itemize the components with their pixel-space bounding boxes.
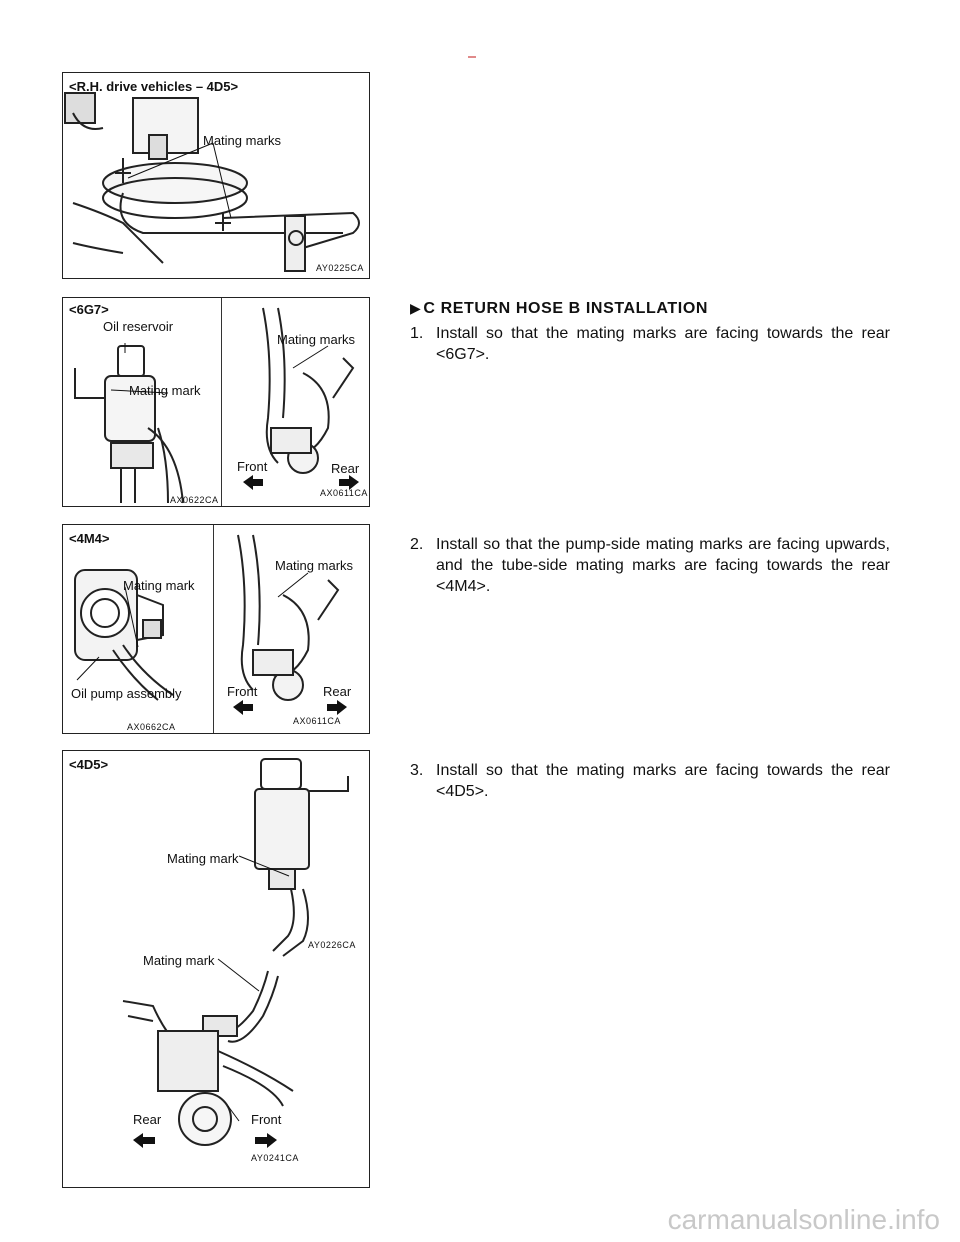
rh-drive-illustration	[64, 92, 360, 272]
4m4-illustration	[74, 534, 347, 715]
figure-code-left: AX0662CA	[127, 722, 176, 732]
mating-marks-label: Mating marks	[275, 558, 354, 573]
mating-mark-label: Mating mark	[129, 383, 201, 398]
step-text: Install so that the mating marks are fac…	[436, 762, 890, 800]
figure-code-upper: AY0226CA	[308, 940, 356, 950]
mating-mark-lower-label: Mating mark	[143, 953, 215, 968]
step-text: Install so that the mating marks are fac…	[436, 325, 890, 363]
figure-divider	[221, 298, 222, 506]
figure-title: <4D5>	[69, 757, 109, 772]
step-number: 1.	[410, 325, 424, 342]
mating-marks-label: Mating marks	[277, 332, 356, 347]
figure-code-right: AX0611CA	[320, 488, 368, 498]
rear-label: Rear	[323, 684, 352, 699]
figure-divider	[213, 525, 214, 733]
mating-mark-upper-label: Mating mark	[167, 851, 239, 866]
step-number: 2.	[410, 536, 424, 553]
heading-text: C RETURN HOSE B INSTALLATION	[423, 300, 709, 317]
mating-mark-label: Mating mark	[123, 578, 195, 593]
figure-title: <4M4>	[69, 531, 110, 546]
step-2: 2. Install so that the pump-side mating …	[410, 534, 890, 597]
figure-title: <6G7>	[69, 302, 109, 317]
front-label: Front	[237, 459, 268, 474]
watermark: carmanualsonline.info	[667, 1204, 940, 1235]
6g7-illustration	[74, 307, 359, 504]
figure-code: AY0225CA	[316, 263, 364, 273]
step-1: 1. Install so that the mating marks are …	[410, 323, 890, 365]
front-label: Front	[251, 1112, 282, 1127]
4d5-illustration	[122, 758, 349, 1148]
step-text: Install so that the pump-side mating mar…	[436, 536, 890, 595]
figure-code-left: AX0622CA	[170, 495, 219, 505]
figure-4d5: <4D5> Mating mark AY0226CA Mating mark R…	[62, 750, 370, 1188]
rear-label: Rear	[133, 1112, 162, 1127]
front-label: Front	[227, 684, 258, 699]
step-number: 3.	[410, 762, 424, 779]
figure-6g7: <6G7> Oil reservoir Mating mark Mating m…	[62, 297, 370, 507]
rear-label: Rear	[331, 461, 360, 476]
play-right-icon: ▶	[410, 300, 422, 316]
mating-marks-label: Mating marks	[203, 133, 282, 148]
oil-reservoir-label: Oil reservoir	[103, 319, 174, 334]
step-3: 3. Install so that the mating marks are …	[410, 760, 890, 802]
figure-4m4: <4M4> Mating mark Oil pump assembly Mati…	[62, 524, 370, 734]
instruction-heading: ▶ C RETURN HOSE B INSTALLATION	[410, 298, 890, 319]
figure-code-right: AX0611CA	[293, 716, 341, 726]
figure-code-lower: AY0241CA	[251, 1153, 299, 1163]
oil-pump-assembly-label: Oil pump assembly	[71, 686, 182, 701]
figure-title: <R.H. drive vehicles – 4D5>	[69, 79, 239, 94]
top-mark	[468, 56, 476, 58]
figure-rh-drive-4d5: <R.H. drive vehicles – 4D5> Mating marks…	[62, 72, 370, 279]
